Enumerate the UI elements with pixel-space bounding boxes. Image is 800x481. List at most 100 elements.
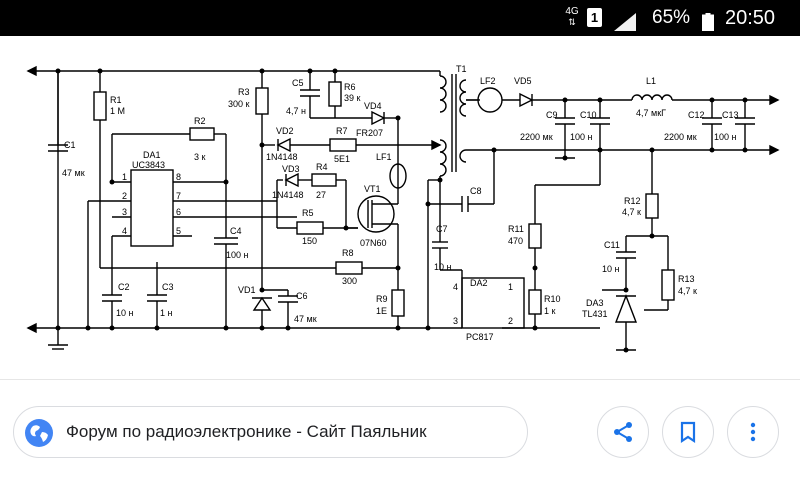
label-c2: C2 — [118, 282, 130, 292]
label-c3-value: 1 н — [160, 308, 173, 318]
label-vd2-value: 1N4148 — [266, 152, 298, 162]
label-r5: R5 — [302, 208, 314, 218]
label-vd3: VD3 — [282, 164, 300, 174]
label-da3-value: TL431 — [582, 309, 608, 319]
label-pin4: 4 — [122, 226, 127, 236]
share-button[interactable] — [597, 406, 649, 458]
label-r3-value: 300 к — [228, 99, 250, 109]
label-r7: R7 — [336, 126, 348, 136]
label-da2-pin4: 4 — [453, 282, 458, 292]
label-c5: C5 — [292, 78, 304, 88]
label-c12-value: 2200 мк — [664, 132, 697, 142]
label-r6-value: 39 к — [344, 93, 361, 103]
label-r9-value: 1Е — [376, 306, 387, 316]
label-c11-value: 10 н — [602, 264, 620, 274]
source-link-chip[interactable]: Форум по радиоэлектронике - Сайт Паяльни… — [13, 406, 528, 458]
schematic-diagram: T1 LF2 VD5 L1 4,7 мкГ C1 47 мк R1 1 М R2… — [26, 64, 780, 353]
label-c4: C4 — [230, 226, 242, 236]
label-r11-value: 470 — [508, 236, 523, 246]
source-title: Форум по радиоэлектронике - Сайт Паяльни… — [66, 422, 427, 441]
image-source-bar: Форум по радиоэлектронике - Сайт Паяльни… — [0, 379, 800, 481]
battery-percent: 65% — [652, 7, 691, 28]
label-c6-value: 47 мк — [294, 314, 317, 324]
label-c10: C10 — [580, 110, 597, 120]
label-r8: R8 — [342, 248, 354, 258]
label-c9-value: 2200 мк — [520, 132, 553, 142]
label-r3: R3 — [238, 87, 250, 97]
data-arrows-icon: ⇅ — [568, 17, 576, 27]
label-lf2: LF2 — [480, 76, 496, 86]
label-c7-value: 10 н — [434, 262, 452, 272]
label-pin3: 3 — [122, 207, 127, 217]
label-c2-value: 10 н — [116, 308, 134, 318]
more-vert-icon — [750, 422, 756, 442]
label-c7: C7 — [436, 224, 448, 234]
share-icon — [614, 422, 632, 442]
label-r13: R13 — [678, 274, 695, 284]
label-da2-pin3: 3 — [453, 316, 458, 326]
label-c10-value: 100 н — [570, 132, 593, 142]
label-vd2: VD2 — [276, 126, 294, 136]
globe-icon — [25, 419, 53, 447]
network-type: 4G⇅ — [565, 6, 579, 27]
label-c12: C12 — [688, 110, 705, 120]
status-bar: 4G⇅ 1 65% 20:50 — [0, 0, 800, 36]
label-pin7: 7 — [176, 191, 181, 201]
label-pin5: 5 — [176, 226, 181, 236]
battery-icon — [702, 9, 714, 31]
label-c8: C8 — [470, 186, 482, 196]
label-r5-value: 150 — [302, 236, 317, 246]
signal-icon — [614, 9, 636, 31]
label-lf1: LF1 — [376, 152, 392, 162]
label-c5-value: 4,7 н — [286, 106, 306, 116]
label-da2-pin1: 1 — [508, 282, 513, 292]
label-c6: C6 — [296, 291, 308, 301]
clock: 20:50 — [725, 7, 776, 29]
label-r8-value: 300 — [342, 276, 357, 286]
label-r10: R10 — [544, 294, 561, 304]
label-t1: T1 — [456, 64, 467, 74]
label-da2: DA2 — [470, 278, 488, 288]
label-c3: C3 — [162, 282, 174, 292]
label-r13-value: 4,7 к — [678, 286, 697, 296]
label-vt1: VT1 — [364, 184, 381, 194]
label-da2-value: PC817 — [466, 332, 494, 342]
label-c1: C1 — [64, 140, 76, 150]
label-vd1: VD1 — [238, 285, 256, 295]
label-da2-pin2: 2 — [508, 316, 513, 326]
label-r2-value: 3 к — [194, 152, 206, 162]
label-da1: DA1 — [143, 150, 161, 160]
label-c13: C13 — [722, 110, 739, 120]
label-r1-value: 1 М — [110, 106, 125, 116]
label-r4: R4 — [316, 162, 328, 172]
label-r2: R2 — [194, 116, 206, 126]
label-pin2: 2 — [122, 191, 127, 201]
bookmark-icon — [680, 421, 696, 444]
label-da1-value: UC3843 — [132, 160, 165, 170]
label-pin8: 8 — [176, 172, 181, 182]
more-options-button[interactable] — [727, 406, 779, 458]
label-l1-value: 4,7 мкГ — [636, 108, 666, 118]
label-pin6: 6 — [176, 207, 181, 217]
label-r10-value: 1 к — [544, 306, 556, 316]
label-c4-value: 100 н — [226, 250, 249, 260]
label-vd4: VD4 — [364, 101, 382, 111]
label-r6: R6 — [344, 82, 356, 92]
label-r7-value: 5Е1 — [334, 154, 350, 164]
label-c11: C11 — [604, 240, 620, 250]
label-r4-value: 27 — [316, 190, 326, 200]
save-button[interactable] — [662, 406, 714, 458]
label-c1-value: 47 мк — [62, 168, 85, 178]
label-r9: R9 — [376, 294, 388, 304]
sim-slot-badge: 1 — [587, 8, 602, 27]
label-l1: L1 — [646, 76, 656, 86]
label-r12: R12 — [624, 196, 641, 206]
label-da3: DA3 — [586, 298, 604, 308]
label-pin1: 1 — [122, 172, 127, 182]
label-r1: R1 — [110, 95, 122, 105]
label-r12-value: 4,7 к — [622, 207, 641, 217]
label-vt1-value: 07N60 — [360, 238, 387, 248]
image-viewer[interactable]: T1 LF2 VD5 L1 4,7 мкГ C1 47 мк R1 1 М R2… — [0, 36, 800, 379]
label-c9: C9 — [546, 110, 558, 120]
label-r11: R11 — [508, 224, 524, 234]
